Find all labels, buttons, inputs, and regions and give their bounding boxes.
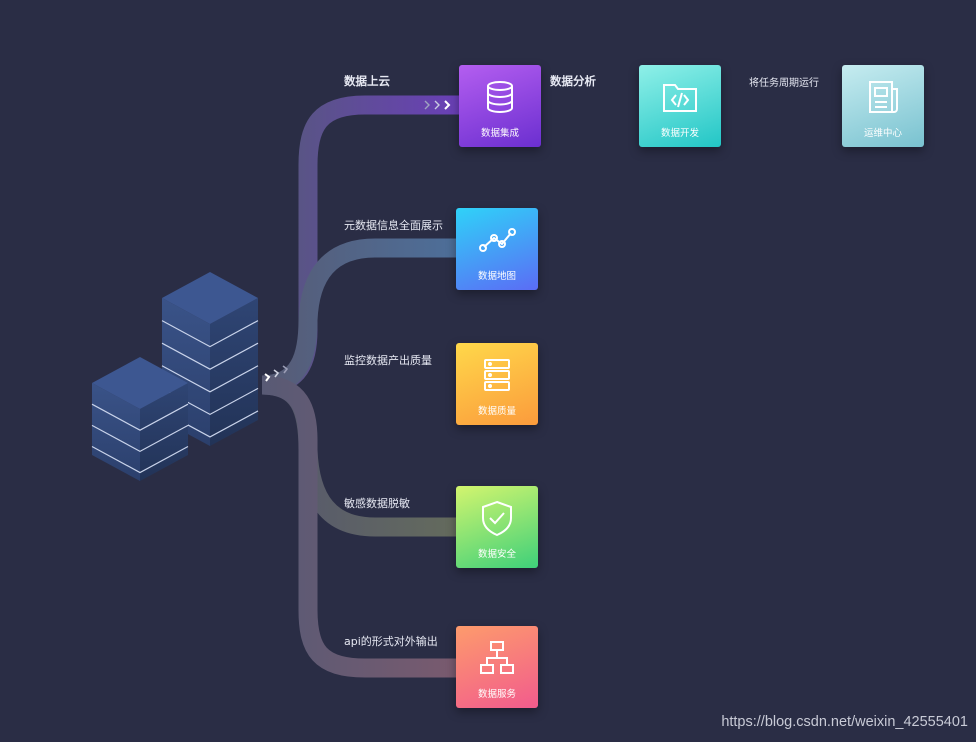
- shield-check-icon: [482, 500, 512, 537]
- chevrons-top: [424, 100, 451, 110]
- card-data-quality[interactable]: 数据质量: [456, 343, 538, 425]
- card-title: 运维中心: [863, 128, 902, 139]
- card-data-map[interactable]: 数据地图: [456, 208, 538, 290]
- edge-label-schedule: 将任务周期运行: [749, 78, 819, 89]
- database-icon: [487, 81, 513, 114]
- card-title: 数据服务: [477, 689, 516, 700]
- chevron-icon: [264, 373, 271, 382]
- server-rack-icon: [484, 359, 510, 391]
- edge-label-masking: 敏感数据脱敏: [344, 497, 410, 510]
- code-folder-icon: [663, 84, 697, 112]
- chevron-icon: [424, 100, 430, 110]
- card-title: 数据集成: [480, 128, 519, 139]
- edge-label-quality: 监控数据产出质量: [344, 354, 432, 367]
- card-title: 数据安全: [477, 549, 516, 560]
- document-icon: [869, 81, 898, 113]
- edge-label-analysis: 数据分析: [550, 74, 596, 88]
- path-to-service: [261, 375, 460, 678]
- watermark: https://blog.csdn.net/weixin_42555401: [721, 714, 968, 730]
- edge-label-metadata: 元数据信息全面展示: [344, 219, 443, 232]
- chevrons-source: [264, 365, 289, 382]
- sitemap-icon: [480, 641, 514, 674]
- card-data-security[interactable]: 数据安全: [456, 486, 538, 568]
- chevron-icon: [444, 100, 451, 110]
- card-data-service[interactable]: 数据服务: [456, 626, 538, 708]
- card-data-develop[interactable]: 数据开发: [639, 65, 721, 147]
- card-title: 数据质量: [477, 406, 516, 417]
- card-title: 数据地图: [477, 271, 516, 282]
- card-ops-center[interactable]: 运维中心: [842, 65, 924, 147]
- edge-label-api: api的形式对外输出: [344, 635, 438, 648]
- edge-label-to-cloud: 数据上云: [344, 74, 390, 88]
- card-data-integration[interactable]: 数据集成: [459, 65, 541, 147]
- card-title: 数据开发: [660, 128, 699, 139]
- chevron-icon: [273, 369, 280, 378]
- chevron-icon: [282, 365, 289, 374]
- flow-paths: [261, 95, 843, 678]
- server-stack-icon: [91, 272, 259, 481]
- chevron-icon: [434, 100, 440, 110]
- line-chart-icon: [479, 228, 516, 252]
